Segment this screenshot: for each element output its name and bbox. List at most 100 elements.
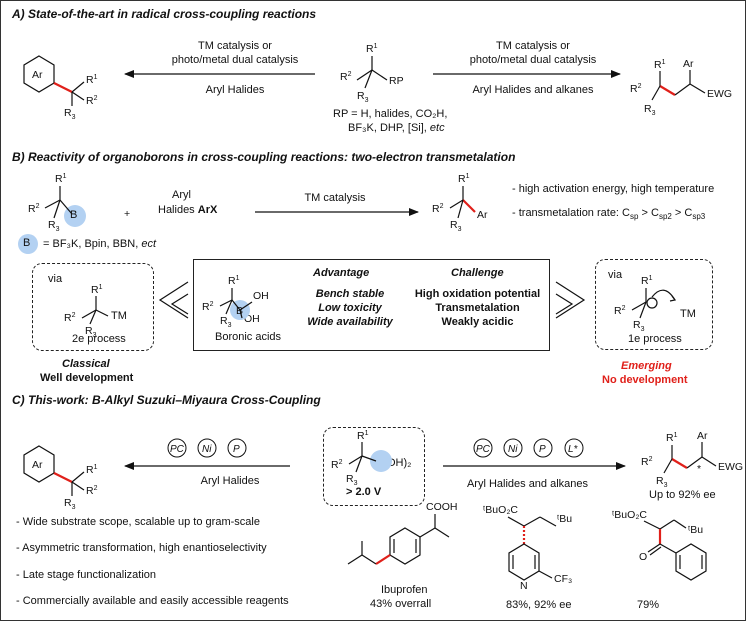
ibuprofen-structure [347, 514, 450, 565]
one-electron-box [595, 259, 713, 350]
two-e-structure [81, 296, 109, 325]
rp-definition-line1: RP = H, halides, CO₂H, [333, 108, 448, 120]
b-bullet-rate: - transmetalation rate: Csp > Csp2 > Csp… [512, 207, 706, 222]
ibuprofen-yield: 43% overrall [370, 598, 432, 610]
svg-text:Ar: Ar [477, 209, 488, 221]
svg-text:RP: RP [389, 75, 404, 87]
aryl-halide-label: Halides ArX [158, 204, 218, 216]
c-substrate-labels: R1 R2 R3 [331, 430, 369, 487]
svg-text:EWG: EWG [707, 88, 732, 100]
oxidation-potential-label: > 2.0 V [346, 486, 382, 498]
a-left-condition-2: photo/metal dual catalysis [171, 54, 299, 66]
c-right-product [663, 442, 717, 474]
svg-text:Ni: Ni [202, 444, 212, 455]
svg-text:R1: R1 [458, 173, 470, 185]
oh-top-label: OH [253, 290, 269, 302]
svg-text:R1: R1 [366, 43, 378, 55]
svg-text:*: * [697, 463, 701, 475]
boronic-labels: R1 R2 R3 B [202, 275, 243, 329]
well-development-label: Well development [40, 372, 134, 384]
c-left-product [23, 445, 85, 496]
tm-right-label: TM [680, 308, 696, 320]
challenge-item-1: High oxidation potential [414, 288, 541, 300]
a-right-condition-1: TM catalysis or [496, 40, 570, 52]
b-product-labels: R1 R2 R3 Ar [432, 173, 488, 233]
svg-text:R1: R1 [91, 284, 103, 296]
a-substrate-labels: R1 R2 R3 RP [340, 43, 404, 104]
svg-text:R1: R1 [86, 74, 98, 86]
ibuprofen-name: Ibuprofen [381, 584, 428, 596]
b-bullet-activation: - high activation energy, high temperatu… [512, 183, 715, 195]
svg-text:R2: R2 [630, 83, 642, 95]
svg-text:R1: R1 [641, 275, 653, 287]
svg-text:P: P [539, 444, 546, 455]
classical-label: Classical [62, 358, 110, 370]
svg-text:PC: PC [170, 444, 185, 455]
a-left-condition-1: TM catalysis or [198, 40, 272, 52]
svg-text:Ar: Ar [697, 430, 708, 442]
aryl-label: Aryl [172, 189, 191, 201]
example-2-yield: 83%, 92% ee [506, 599, 572, 611]
example-2-labels: ᵗBuO₂C ᵗBu N CF₃ [483, 504, 572, 592]
svg-text:R3: R3 [48, 219, 60, 233]
right-chevron-inner [555, 293, 574, 315]
c-left-reagent: Aryl Halides [200, 475, 260, 487]
via-right-label: via [608, 269, 623, 281]
section-a-title: A) State-of-the-art in radical cross-cou… [12, 7, 317, 21]
svg-text:R3: R3 [644, 103, 656, 117]
svg-text:N: N [520, 580, 528, 592]
svg-text:R3: R3 [346, 473, 358, 487]
boronic-acid-box [193, 259, 550, 351]
c-bullet-2: - Asymmetric transformation, high enanti… [16, 542, 267, 554]
c-left-labels: Ar R1 R2 R3 [32, 459, 98, 511]
a-left-product [23, 55, 85, 106]
boron-definition: = BF₃K, Bpin, BBN, ect [43, 238, 157, 250]
one-e-process-label: 1e process [628, 333, 682, 345]
emerging-label: Emerging [621, 360, 672, 372]
a-substrate [356, 56, 388, 89]
c-substrate [348, 442, 377, 473]
right-chevron-outer [555, 281, 586, 319]
svg-text:R2: R2 [28, 203, 40, 215]
svg-text:R1: R1 [55, 173, 67, 185]
alkyl-boronic-acid-box [323, 427, 425, 506]
c-right-labels: R1 R2 R3 Ar EWG * [641, 430, 743, 489]
svg-text:Ni: Ni [508, 444, 518, 455]
advantage-item-2: Low toxicity [318, 302, 382, 314]
svg-text:ᵗBuO₂C: ᵗBuO₂C [483, 504, 518, 516]
challenge-item-2: Transmetalation [435, 302, 520, 314]
svg-text:R1: R1 [654, 59, 666, 71]
example-2-structure [507, 516, 557, 581]
rp-definition-line2: BF₃K, DHP, [Si], etc [348, 122, 445, 134]
svg-text:R1: R1 [666, 432, 678, 444]
svg-text:Ar: Ar [32, 459, 43, 471]
a-right-condition-2: photo/metal dual catalysis [469, 54, 597, 66]
svg-text:ᵗBuO₂C: ᵗBuO₂C [612, 509, 647, 521]
svg-text:CF₃: CF₃ [554, 573, 572, 585]
boronic-acid-structure [219, 288, 253, 319]
svg-text:B: B [236, 305, 243, 317]
example-3-structure [643, 519, 707, 581]
tm-catalysis-label: TM catalysis [304, 192, 366, 204]
svg-text:ᵗBu: ᵗBu [688, 524, 703, 536]
no-development-label: No development [602, 374, 688, 386]
c-bullet-1: - Wide substrate scope, scalable up to g… [16, 516, 260, 528]
svg-text:R2: R2 [641, 456, 653, 468]
section-b-title: B) Reactivity of organoborons in cross-c… [12, 150, 516, 164]
svg-text:Ar: Ar [683, 58, 694, 70]
advantage-item-3: Wide availability [307, 316, 393, 328]
svg-text:O: O [639, 551, 647, 563]
svg-text:P: P [233, 444, 240, 455]
a-right-reagent: Aryl Halides and alkanes [472, 84, 594, 96]
svg-text:R3: R3 [450, 219, 462, 233]
two-electron-box [32, 263, 154, 351]
svg-text:R1: R1 [86, 464, 98, 476]
boron-legend-highlight [18, 234, 38, 254]
a-left-labels: Ar R1 R2 R3 [32, 69, 98, 121]
svg-text:R2: R2 [340, 71, 352, 83]
svg-text:R3: R3 [656, 475, 668, 489]
b-product [449, 186, 476, 219]
c-right-reagent: Aryl Halides and alkanes [466, 478, 589, 490]
example-3-labels: ᵗBuO₂C ᵗBu O [612, 509, 703, 563]
